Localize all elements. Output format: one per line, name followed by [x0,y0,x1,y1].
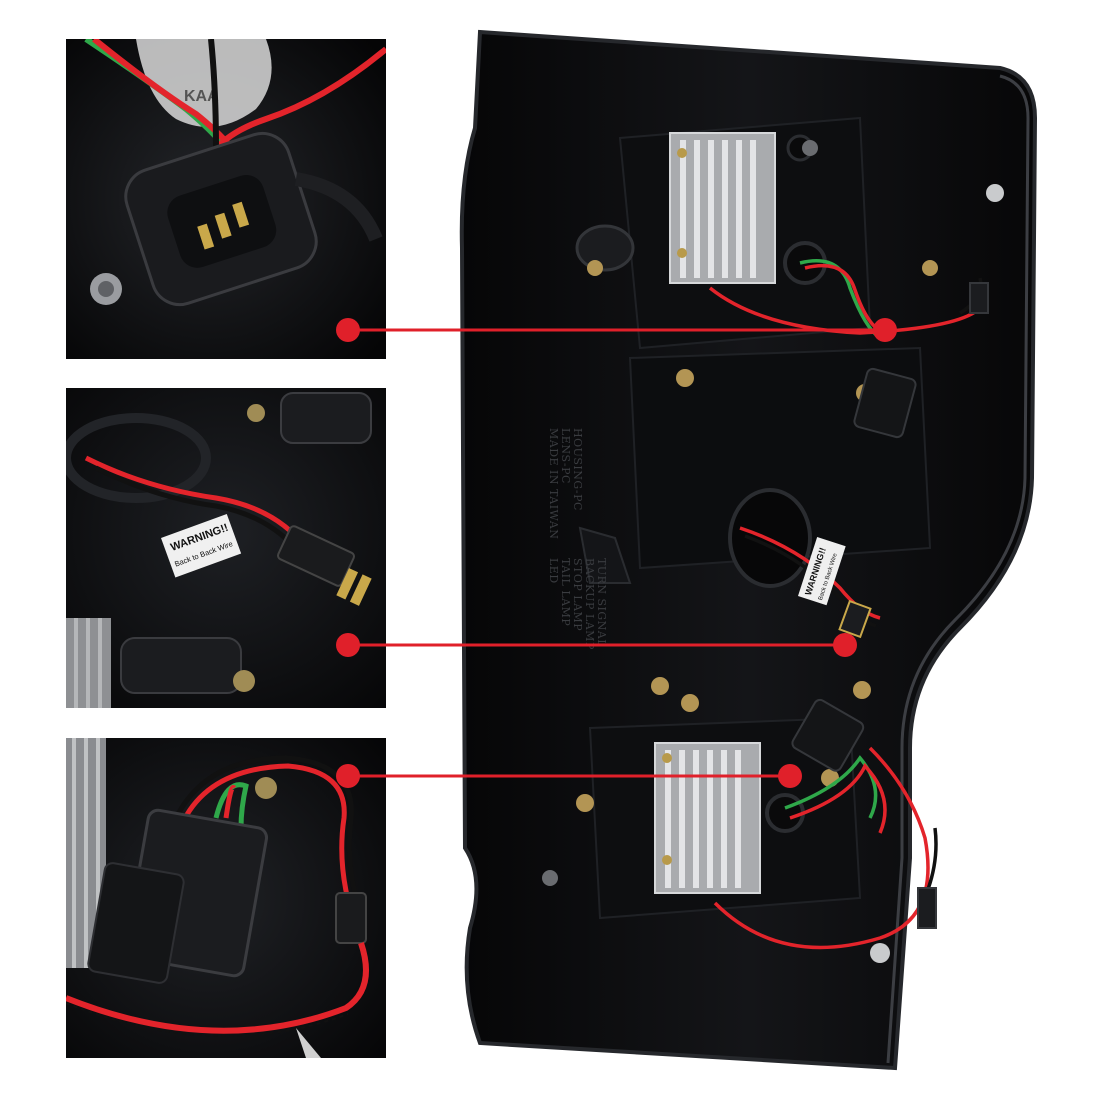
mold-function-3: STOP LAMP [571,558,584,631]
mold-function-1: LED [547,558,560,584]
bottom-heatsink [654,742,761,894]
inset-top-connector-photo: KAA [66,39,386,359]
pigtail-connector [276,525,372,606]
connector-plug [87,808,269,984]
heatsink [66,738,106,968]
molded-text: MADE IN TAIWAN LENS-PC HOUSING-PC LED TA… [547,428,608,650]
mold-housing: HOUSING-PC [571,428,584,511]
mold-function-4: BACKUP LAMP [583,558,596,650]
inset-bottom-connector-photo [66,738,386,1058]
mold-lens: LENS-PC [559,428,572,484]
connector-plug [124,131,318,307]
inset-middle-connector-photo: WARNING!! Back to Back Wire [66,388,386,708]
wiring [708,259,983,950]
screw [90,273,122,305]
heatsink [66,618,111,708]
sticker-text: KAA [184,88,219,105]
tail-light-housing-photo: WARNING!! Back to Back Wire MADE IN TAIW… [440,28,1060,1088]
mold-function-5: TURN SIGNAL [595,558,608,647]
mold-made-in: MADE IN TAIWAN [547,428,560,539]
sticker: KAA [136,39,272,127]
top-heatsink [669,132,776,284]
mold-function-2: TAIL LAMP [559,558,572,626]
